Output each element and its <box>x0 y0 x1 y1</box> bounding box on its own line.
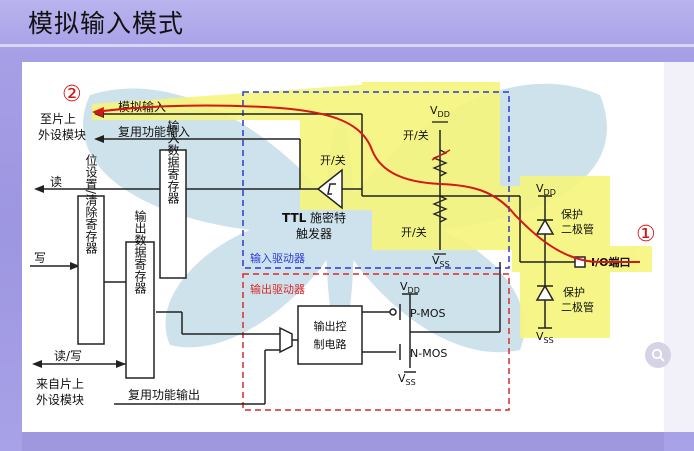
protection-labels: VDD VSS 保护 二极管 保护 二极管 <box>536 182 594 345</box>
protection-diodes <box>535 195 586 329</box>
mos-transistors <box>389 293 418 373</box>
analog-signal-arrow <box>92 107 104 117</box>
yellow-highlight <box>92 82 652 338</box>
bit-set-clear-register-label: 位设置/清除寄存器 <box>84 153 98 255</box>
slide-title: 模拟输入模式 <box>28 9 185 38</box>
svg-text:VDD: VDD <box>536 182 556 197</box>
output-data-register-label: 输出数据寄存器 <box>133 209 147 295</box>
input-driver-label: 输入驱动器 <box>250 251 305 265</box>
svg-text:VSS: VSS <box>536 330 554 345</box>
svg-text:二极管: 二极管 <box>561 222 594 236</box>
trigger-switch-label: 开/关 <box>320 153 346 167</box>
chip-periph-top: 至片上 <box>40 112 76 126</box>
search-icon <box>651 348 665 362</box>
read-write-label: 读/写 <box>54 349 82 363</box>
zoom-search-button[interactable] <box>645 342 671 368</box>
nmos-label: N-MOS <box>410 347 447 360</box>
input-driver-box <box>242 91 510 269</box>
alt-in-label: 复用功能输入 <box>118 124 190 139</box>
trigger-label: 触发器 <box>296 226 332 241</box>
output-vss: VSS <box>398 372 416 387</box>
svg-text:保护: 保护 <box>563 285 585 299</box>
input-data-register-label: 输入数据寄存器 <box>166 119 180 205</box>
output-driver-label: 输出驱动器 <box>250 282 305 296</box>
register-labels: 输入数据寄存器 位设置/清除寄存器 输出数据寄存器 <box>84 119 180 295</box>
output-data-register <box>125 241 155 379</box>
from-periph-top: 来自片上 <box>36 377 84 391</box>
io-pad <box>574 256 586 268</box>
switch-slash-top <box>431 149 451 161</box>
analog-in-label: 模拟输入 <box>118 99 166 114</box>
chip-periph-bottom: 外设模块 <box>38 128 86 142</box>
pulldown-switch-label: 开/关 <box>401 225 427 239</box>
ttl-label: TTL <box>282 211 307 225</box>
pullup-switch-label: 开/关 <box>403 128 429 142</box>
right-margin <box>664 62 694 432</box>
output-control-circuit <box>297 305 363 365</box>
svg-text:二极管: 二极管 <box>561 300 594 314</box>
input-vdd: VDD <box>430 104 450 119</box>
output-mux <box>279 326 293 354</box>
output-vdd: VDD <box>400 280 420 295</box>
input-vss: VSS <box>432 254 450 269</box>
ctrl-label-1: 输出控 <box>314 319 347 333</box>
svg-text:保护: 保护 <box>561 207 583 221</box>
schmitt-trigger <box>316 168 343 210</box>
analog-signal-path <box>93 104 640 263</box>
header-divider <box>0 44 694 47</box>
marker-1: ① <box>636 222 656 247</box>
output-driver-box <box>242 273 510 411</box>
input-data-register <box>159 149 187 279</box>
marker-2: ② <box>62 82 82 107</box>
bit-set-clear-register <box>77 195 105 345</box>
ctrl-label-2: 制电路 <box>314 338 347 351</box>
read-label: 读 <box>50 175 62 189</box>
left-labels: 至片上 外设模块 模拟输入 复用功能输入 读 写 读/写 来自片上 外设模块 复… <box>34 99 200 407</box>
alt-out-label: 复用功能输出 <box>128 387 200 402</box>
schmitt-label: 施密特 <box>310 210 346 225</box>
from-periph-bottom: 外设模块 <box>36 393 84 407</box>
write-label: 写 <box>34 251 46 265</box>
register-boxes <box>77 149 363 379</box>
bottom-margin <box>22 432 664 451</box>
pmos-label: P-MOS <box>410 307 446 320</box>
